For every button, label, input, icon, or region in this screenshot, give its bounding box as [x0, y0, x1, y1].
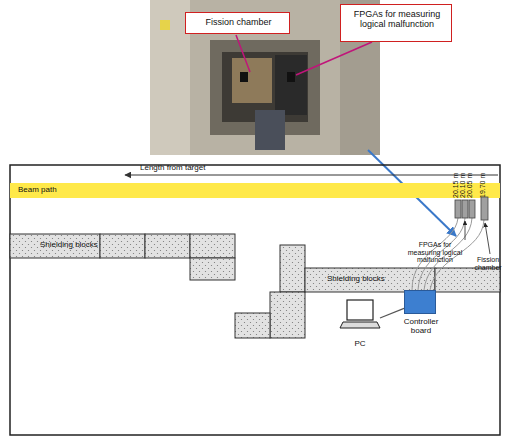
annotation: FPGAs for measuring logical malfunction — [405, 241, 465, 264]
node-label: FPGAs for measuring logical malfunction — [345, 10, 449, 30]
annotation: Fission chamber — [468, 256, 508, 271]
controller-board: Controller board — [404, 290, 436, 314]
shielding-block: Shielding blocks — [305, 268, 500, 292]
distance-label: 19.70 m — [479, 173, 487, 198]
shielding-block — [10, 234, 500, 338]
callout-box: FPGAs for measuring logical malfunction — [340, 4, 452, 42]
shielding-block: Shielding blocks — [10, 234, 235, 258]
node-label: Beam path — [18, 186, 98, 195]
node-label: Shielding blocks — [327, 275, 417, 284]
callout-box: Fission chamber — [185, 12, 290, 34]
laptop-symbol — [340, 300, 380, 328]
distance-label: 20.10 m — [459, 173, 467, 198]
node-label: Shielding blocks — [40, 241, 130, 250]
node-label: Fission chamber — [186, 18, 291, 28]
distance-label: 20.15 m — [452, 173, 460, 198]
beam-band: Beam path — [10, 183, 500, 198]
distance-label: 20.05 m — [466, 173, 474, 198]
pc: PC — [340, 298, 380, 354]
cable — [380, 308, 404, 318]
annotation: Length from target — [140, 164, 250, 173]
node-label: PC — [340, 340, 380, 349]
node-label: Controller board — [397, 318, 445, 336]
